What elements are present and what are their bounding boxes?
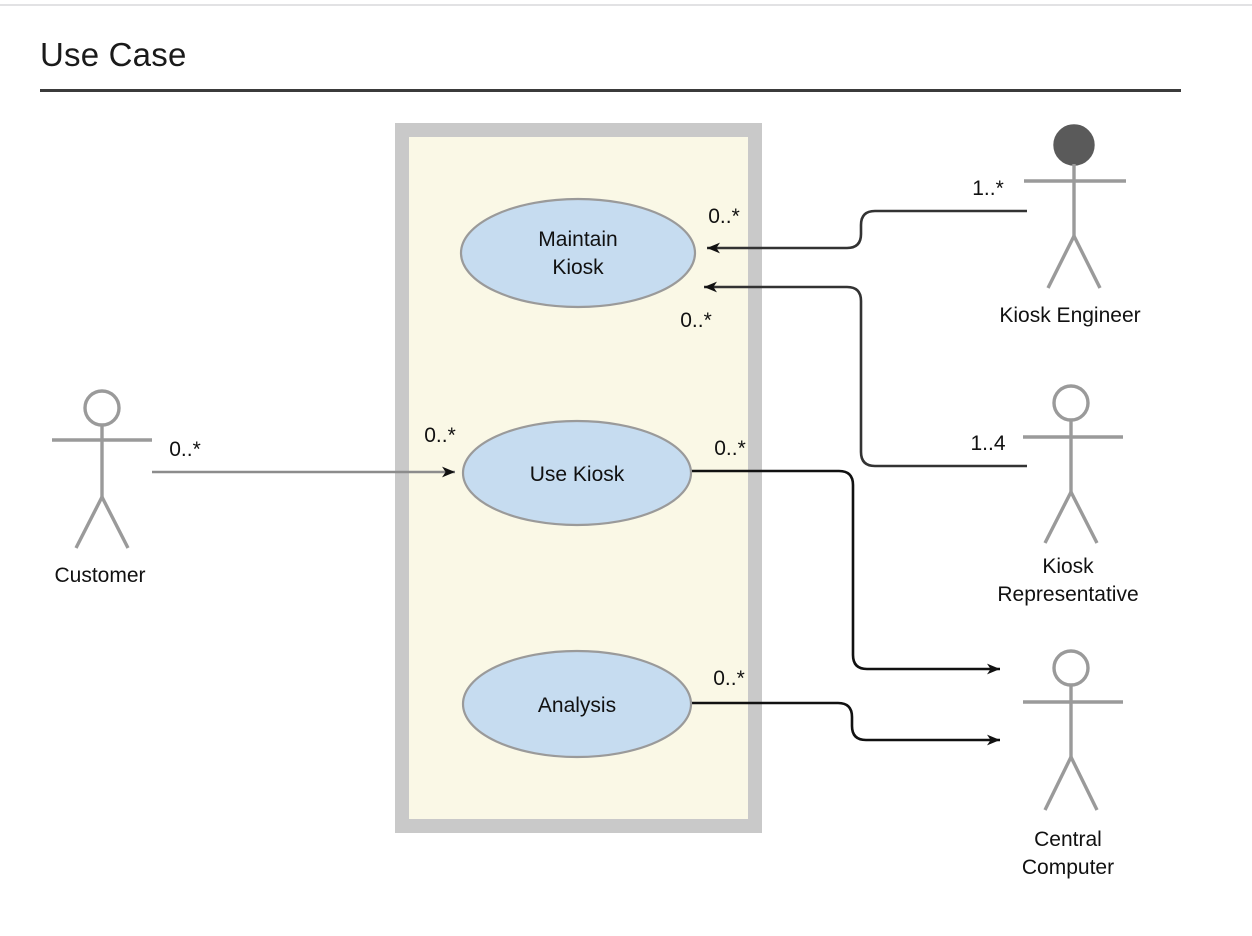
actor-head-icon [83,389,121,427]
association-line [690,701,1000,746]
actor-left-leg-line [1046,235,1076,289]
actor-label-line1: Central [1034,828,1102,851]
use-case-label-line1: Use Kiosk [530,463,625,486]
top-hairline-divider [0,4,1252,6]
actor-label-line1: Kiosk [1042,555,1094,578]
actor-left-leg-line [1043,756,1073,811]
multiplicity-kiosk-representative-end: 1..4 [970,432,1005,455]
multiplicity-maintain-kiosk-lower-end: 0..* [680,309,712,332]
actor-head-icon [1052,384,1090,422]
multiplicity-kiosk-engineer-end: 1..* [972,177,1004,200]
title-underline-rule [40,89,1181,92]
multiplicity-maintain-kiosk-upper-end: 0..* [708,205,740,228]
actor-left-leg-line [1043,491,1073,544]
actor-kiosk-representative[interactable]: Kiosk Representative [997,384,1139,606]
actor-right-leg-line [1069,491,1099,544]
association-line [690,469,1000,675]
actor-label-line1: Customer [54,564,145,587]
actor-head-icon [1053,124,1095,166]
actor-customer[interactable]: Customer [52,389,152,587]
page-title: Use Case [40,36,187,73]
actor-kiosk-engineer[interactable]: Kiosk Engineer [999,124,1141,327]
association-use-kiosk-to-central-computer[interactable]: 0..* [690,437,1000,675]
use-case-ellipse [461,419,693,527]
use-case-use-kiosk[interactable]: Use Kiosk [461,419,693,527]
use-case-analysis[interactable]: Analysis [461,649,693,759]
actor-label-line2: Computer [1022,856,1114,879]
association-customer-to-use-kiosk[interactable]: 0..* 0..* [152,424,456,478]
use-case-label-line1: Maintain [538,228,617,251]
association-line [704,281,1027,468]
use-case-ellipse [461,649,693,759]
actor-head-icon [1052,649,1090,687]
actor-right-leg-line [100,496,130,549]
multiplicity-analysis-end: 0..* [713,667,745,690]
multiplicity-use-kiosk-end: 0..* [424,424,456,447]
use-case-label-line2: Kiosk [552,256,604,279]
association-analysis-to-central-computer[interactable]: 0..* [690,667,1000,746]
use-case-maintain-kiosk[interactable]: Maintain Kiosk [459,197,697,309]
use-case-ellipse [459,197,697,309]
actor-label-line1: Kiosk Engineer [999,304,1140,327]
actor-left-leg-line [74,496,104,549]
association-line [707,209,1027,254]
actor-right-leg-line [1069,756,1099,811]
multiplicity-use-kiosk-end: 0..* [714,437,746,460]
multiplicity-customer-end: 0..* [169,438,201,461]
actor-central-computer[interactable]: Central Computer [1022,649,1123,879]
actor-label-line2: Representative [997,583,1138,606]
actor-right-leg-line [1072,235,1102,289]
use-case-label-line1: Analysis [538,694,616,717]
association-kiosk-representative-to-maintain-kiosk[interactable]: 1..4 0..* [680,281,1027,468]
association-kiosk-engineer-to-maintain-kiosk[interactable]: 1..* 0..* [707,177,1027,254]
